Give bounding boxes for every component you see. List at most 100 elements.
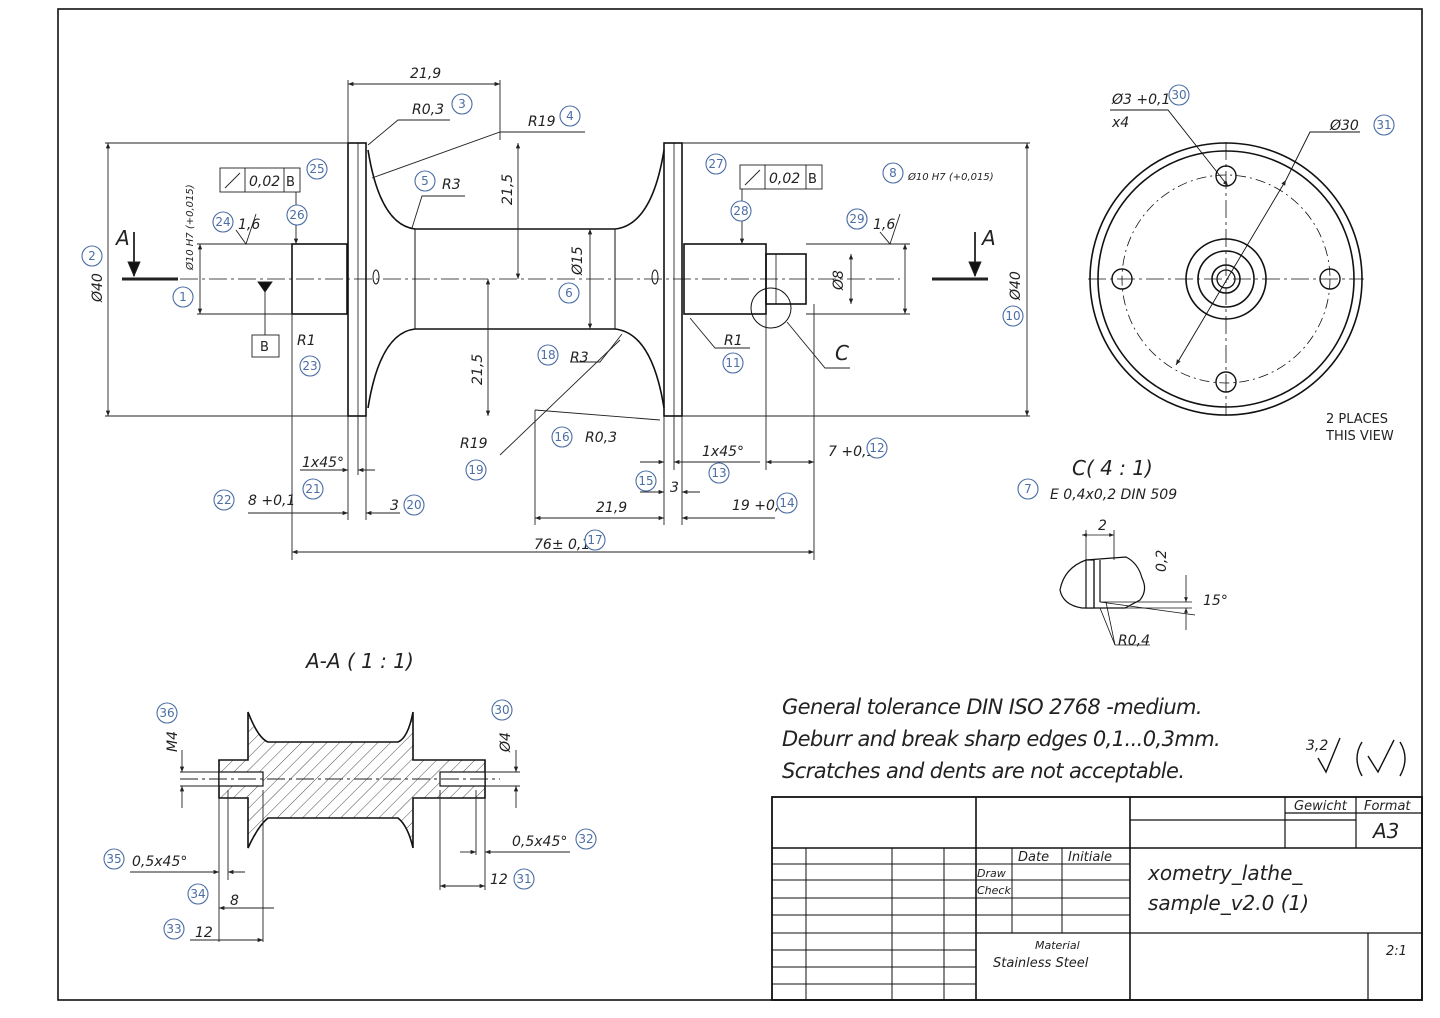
balloon-13: 13	[711, 466, 726, 480]
balloon-31: 31	[1376, 118, 1391, 132]
balloon-24-circle	[212, 211, 234, 233]
right-flange	[663, 142, 683, 417]
balloon-2-circle	[81, 245, 103, 267]
balloon-29: 29	[849, 212, 864, 226]
dim-chamfer-right: 1x45°	[702, 444, 744, 460]
hub-body	[367, 149, 665, 409]
note-line-1: General tolerance DIN ISO 2768 -medium.	[782, 695, 1202, 719]
title-block	[771, 796, 1423, 1001]
surface-finish-symbol: 3,2	[1306, 737, 1406, 777]
dim-r0-3-top: R0,3	[412, 102, 444, 118]
section-a-a	[130, 711, 570, 943]
datum-b-label: B	[260, 340, 269, 355]
ftol-right-datum: B	[808, 172, 817, 187]
dim-len76: 76± 0,1	[534, 537, 590, 553]
front-view-labels: 21,9 R0,3 R19 R3 21,5 Ø15 Ø10 H7 (+0,015…	[90, 66, 1024, 553]
balloon-8: 8	[889, 166, 897, 180]
tb-part-name-2: sample_v2.0 (1)	[1148, 891, 1309, 915]
balloon-6-circle	[558, 282, 580, 304]
tb-gewicht: Gewicht	[1294, 799, 1348, 814]
balloon-17-circle	[584, 529, 606, 551]
section-title: A-A ( 1 : 1)	[304, 649, 414, 673]
balloon-4: 4	[566, 109, 574, 123]
dim-21-5-bottom: 21,5	[470, 354, 486, 385]
balloon-27: 27	[708, 157, 723, 171]
section-len12-right: 12	[490, 872, 508, 888]
balloon-31-circle	[1373, 114, 1395, 136]
dim-r3-top: R3	[442, 177, 461, 193]
balloon-24: 24	[215, 215, 230, 229]
side-places-line2: THIS VIEW	[1325, 429, 1394, 444]
note-line-2: Deburr and break sharp edges 0,1...0,3mm…	[782, 727, 1220, 751]
balloon-23-circle	[299, 355, 321, 377]
balloon-15-circle	[635, 470, 657, 492]
balloon-19: 19	[468, 463, 483, 477]
dim-r3-bottom: R3	[570, 350, 589, 366]
balloon-20: 20	[406, 498, 421, 512]
balloon-20-circle	[403, 494, 425, 516]
title-block-labels: Gewicht Format A3 Date Initiale Draw Che…	[977, 799, 1411, 971]
sheet-border	[57, 8, 1423, 1001]
dim-r19-top: R19	[528, 114, 556, 130]
section-chamfer-left: 0,5x45°	[132, 854, 187, 870]
balloon-4-circle	[559, 105, 581, 127]
balloon-36-circle	[156, 702, 178, 724]
balloon-3: 3	[458, 97, 466, 111]
dim-21-5-top: 21,5	[500, 174, 516, 205]
dim-len3-left: 3	[390, 498, 399, 514]
balloon-34: 34	[190, 887, 205, 901]
detail-dim-2: 2	[1098, 518, 1107, 534]
balloon-30: 30	[494, 703, 509, 717]
balloon-23: 23	[302, 359, 317, 373]
dim-r1-right: R1	[724, 333, 743, 349]
balloon-25-circle	[306, 158, 328, 180]
balloon-33: 33	[166, 922, 181, 936]
balloon-2: 2	[88, 249, 96, 263]
dim-r0-3-bottom: R0,3	[585, 430, 617, 446]
side-places-line1: 2 PLACES	[1326, 412, 1388, 427]
balloon-30-circle	[1168, 84, 1190, 106]
note-line-3: Scratches and dents are not acceptable.	[782, 759, 1184, 783]
detail-c-title: C( 4 : 1)	[1072, 456, 1153, 480]
balloon-22-circle	[213, 489, 235, 511]
balloon-29-circle	[846, 208, 868, 230]
balloon-32-circle	[575, 828, 597, 850]
balloon-12-circle	[866, 437, 888, 459]
balloon-14-circle	[776, 492, 798, 514]
balloon-11: 11	[725, 356, 740, 370]
balloon-35-circle	[103, 848, 125, 870]
balloon-1-circle	[172, 286, 194, 308]
balloon-6: 6	[565, 286, 573, 300]
balloon-25: 25	[309, 162, 324, 176]
balloon-18-circle	[537, 344, 559, 366]
section-d4: Ø4	[498, 732, 514, 753]
ftol-right-value: 0,02	[769, 171, 800, 187]
dim-d40-right: Ø40	[1008, 271, 1024, 301]
dim-d10h7-right: Ø10 H7 (+0,015)	[907, 171, 994, 183]
side-hole-dim: Ø3 +0,1	[1111, 92, 1170, 108]
dim-d15: Ø15	[570, 246, 586, 276]
dim-r19-bottom: R19	[460, 436, 488, 452]
detail-c-labels: C( 4 : 1) E 0,4x0,2 DIN 509 2 0,2 15° R0…	[1050, 456, 1228, 649]
dim-len19: 19 +0,1	[732, 498, 788, 514]
balloon-32: 32	[578, 832, 593, 846]
dim-len21-9-bottom: 21,9	[596, 500, 627, 516]
balloon-30: 30	[1171, 88, 1186, 102]
dim-chamfer-left: 1x45°	[302, 455, 344, 471]
detail-c-callout: C	[835, 341, 849, 365]
section-m4: M4	[165, 731, 181, 752]
detail-dim-0-2: 0,2	[1154, 550, 1170, 572]
section-a-a-labels: A-A ( 1 : 1) M4 Ø4 0,5x45° 0,5x45° 8 12 …	[132, 649, 567, 941]
balloon-26: 26	[289, 208, 304, 222]
balloon-10-circle	[1002, 305, 1024, 327]
side-hole-count: x4	[1111, 115, 1129, 131]
balloon-5: 5	[421, 174, 429, 188]
balloon-26-circle	[286, 204, 308, 226]
balloon-16-circle	[551, 426, 573, 448]
dim-len7: 7 +0,1	[828, 444, 875, 460]
balloon-17: 17	[587, 533, 602, 547]
balloon-3-circle	[451, 93, 473, 115]
balloon-36: 36	[159, 706, 174, 720]
side-d30: Ø30	[1329, 118, 1359, 134]
balloon-30-circle	[491, 699, 513, 721]
